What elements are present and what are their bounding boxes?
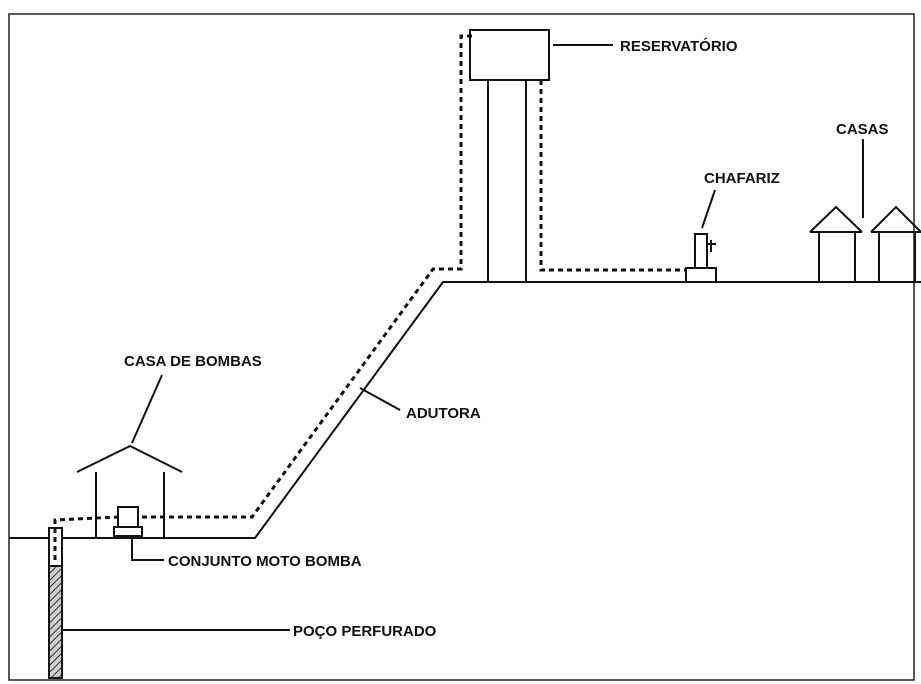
pipe-adutora: [142, 34, 474, 519]
reservoir-tank: [469, 29, 550, 81]
leader-conjunto-moto-bomba: [131, 538, 164, 561]
leader-adutora: [359, 387, 401, 411]
label-casa-de-bombas: CASA DE BOMBAS: [124, 353, 262, 370]
pipe-well-to-pump: [53, 515, 119, 560]
motor-pump-base: [113, 526, 143, 537]
label-adutora: ADUTORA: [406, 405, 481, 422]
label-poco-perfurado: POÇO PERFURADO: [293, 623, 437, 640]
house-right: [870, 205, 921, 282]
motor-pump: [117, 506, 139, 528]
label-conjunto-moto-bomba: CONJUNTO MOTO BOMBA: [168, 553, 362, 570]
label-chafariz: CHAFARIZ: [704, 170, 780, 187]
fountain: [685, 233, 717, 283]
label-casas: CASAS: [836, 121, 889, 138]
pipe-reservoir-to-fountain: [539, 80, 686, 272]
label-reservatorio: RESERVATÓRIO: [620, 37, 738, 55]
leader-chafariz: [701, 189, 716, 229]
reservoir-tower: [469, 29, 550, 282]
diagram-frame: [8, 13, 915, 681]
pump-house: [76, 444, 183, 538]
leader-casa-de-bombas: [131, 374, 163, 444]
house-left: [809, 205, 863, 282]
